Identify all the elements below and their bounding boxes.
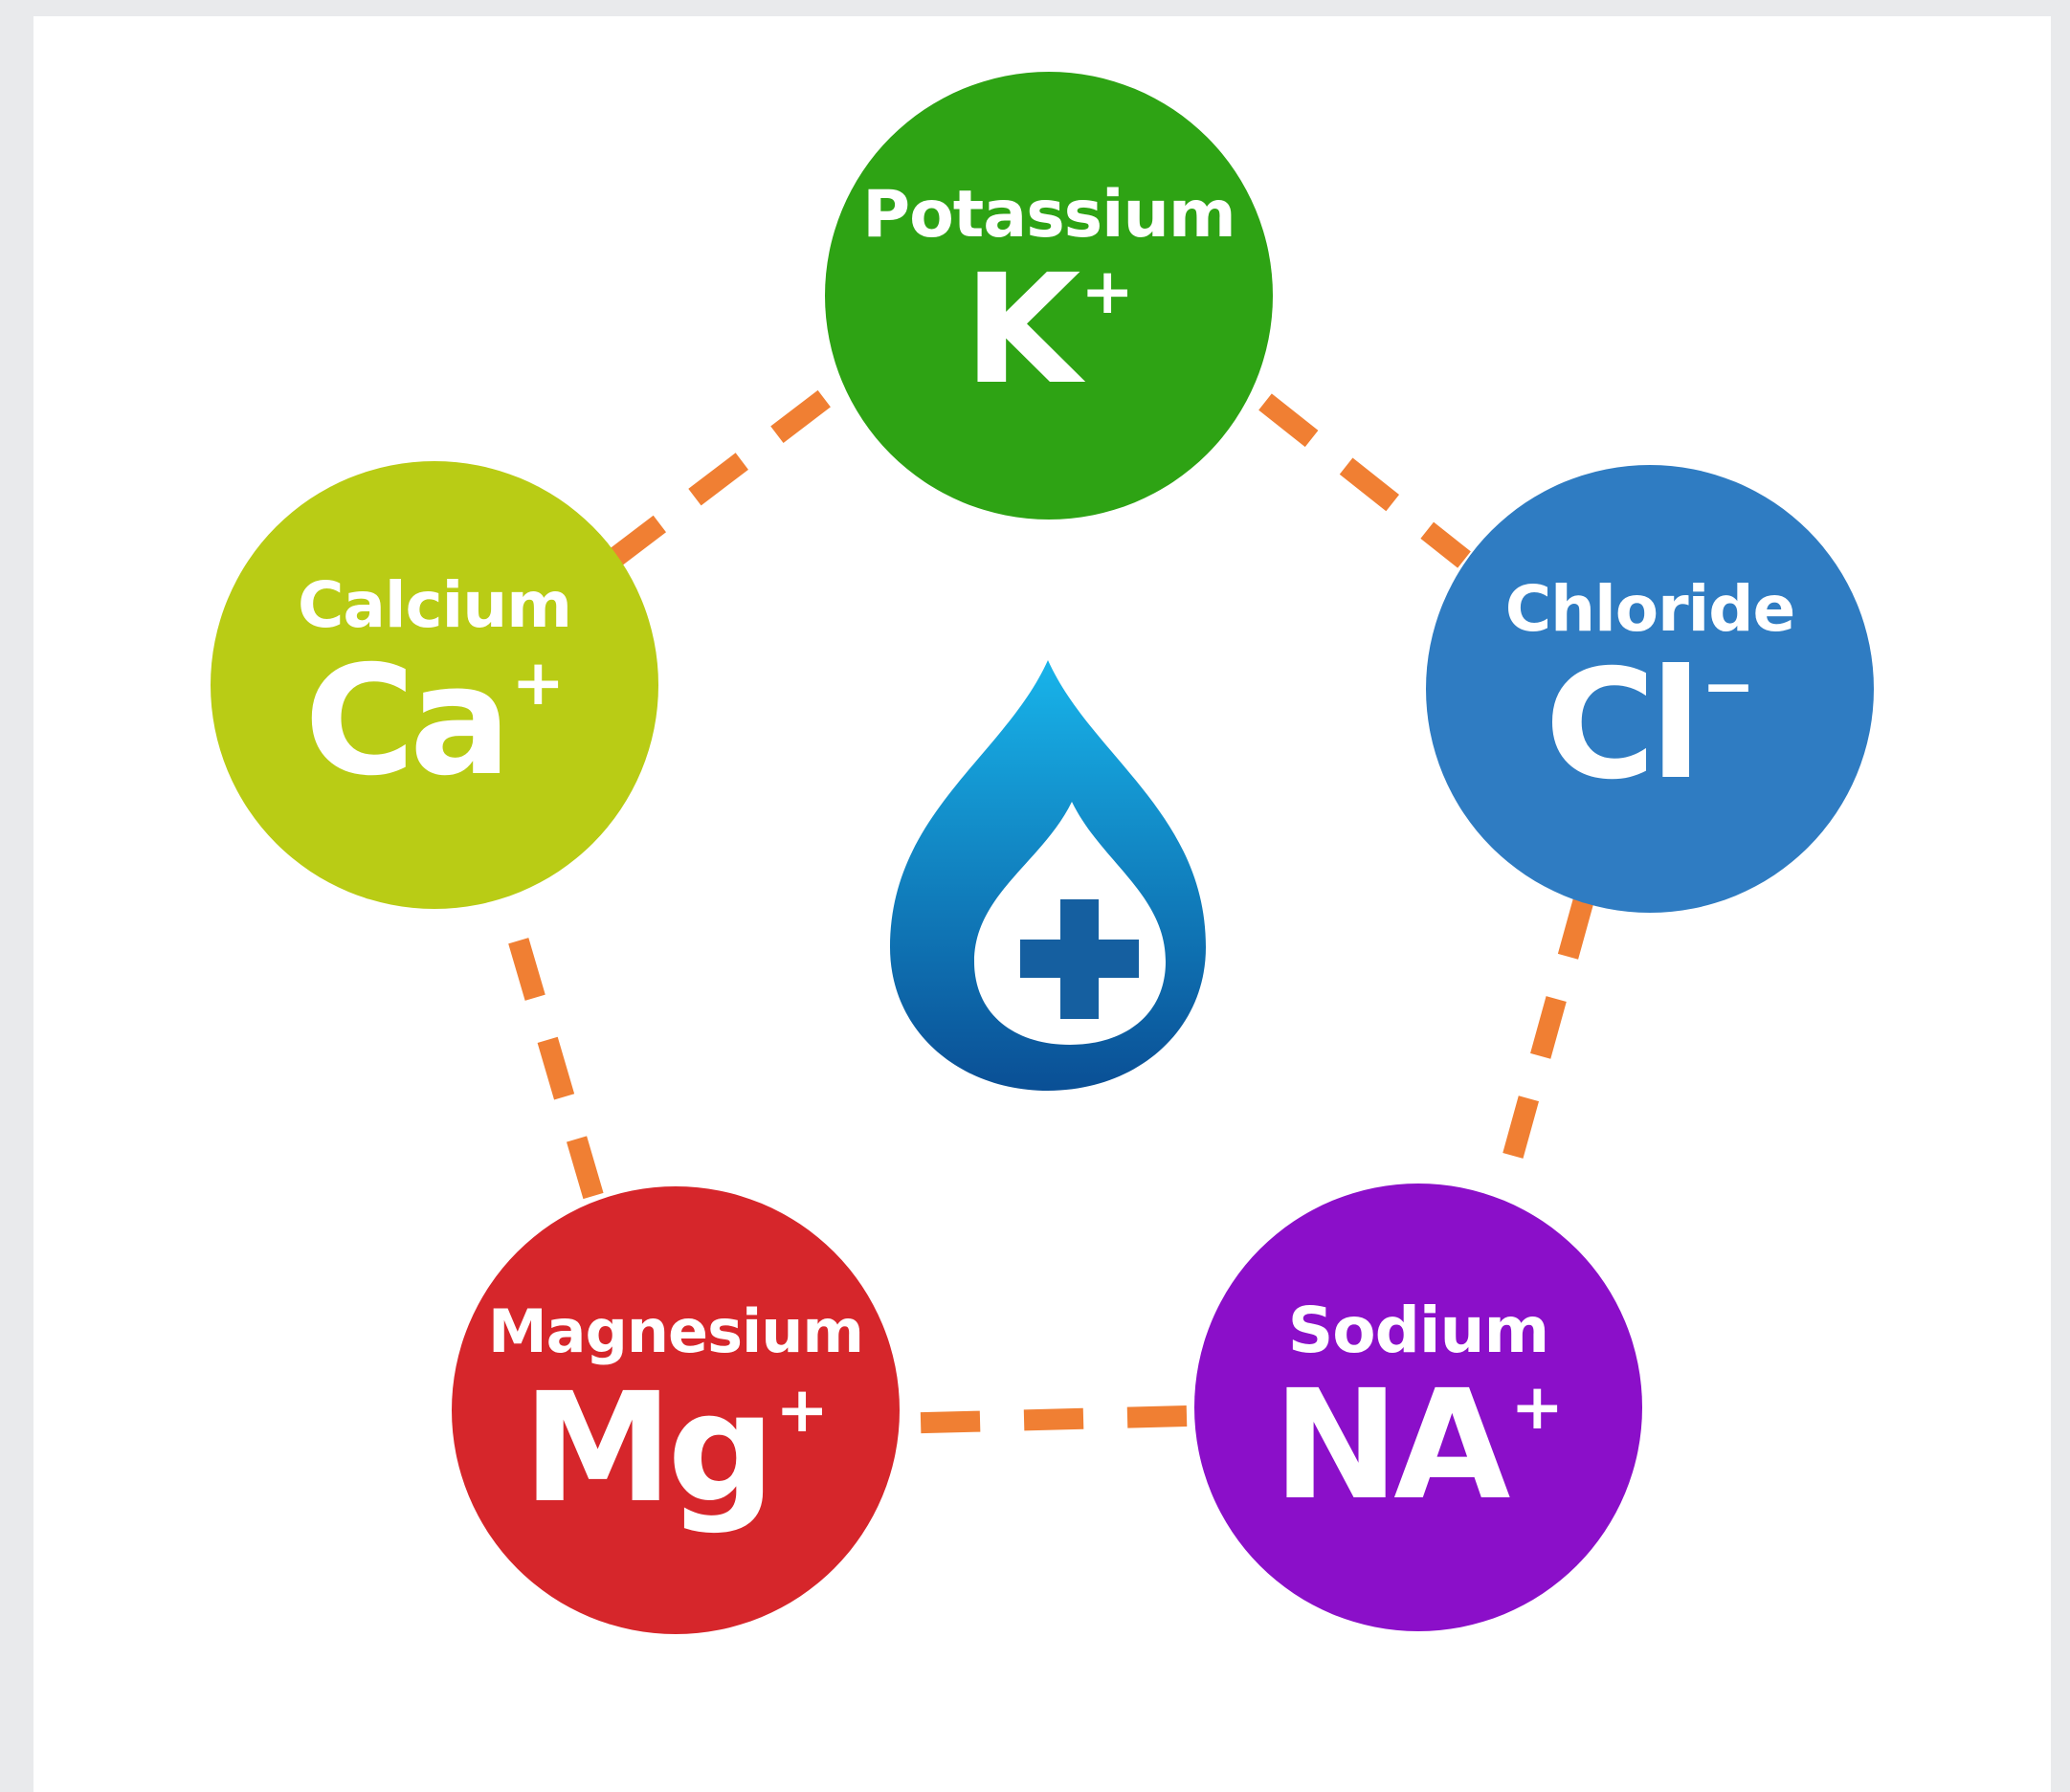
electrolyte-name: Chloride [1504, 572, 1796, 646]
electrolyte-name: Potassium [862, 177, 1235, 253]
water-drop-plus-icon [890, 660, 1206, 1091]
electrolyte-chloride: Chloride Cl− [1426, 465, 1874, 913]
electrolyte-name: Sodium [1287, 1294, 1550, 1367]
electrolyte-symbol: Ca+ [211, 633, 658, 809]
charge-text: + [775, 1371, 829, 1447]
electrolyte-name: Calcium [297, 568, 572, 642]
connector-chloride-sodium [1494, 896, 1594, 1189]
electrolyte-magnesium: Magnesium Mg+ [452, 1186, 900, 1634]
electrolyte-calcium: Calcium Ca+ [211, 461, 658, 909]
charge-text: + [1510, 1368, 1565, 1444]
electrolyte-name: Magnesium [487, 1296, 864, 1366]
electrolyte-potassium: Potassium K+ [825, 72, 1273, 520]
symbol-text: Ca [303, 633, 512, 809]
charge-text: + [1080, 253, 1135, 328]
electrolyte-symbol: Mg+ [452, 1361, 900, 1537]
connector-potassium-chloride [1258, 393, 1471, 568]
symbol-text: NA [1272, 1358, 1511, 1534]
connector-sodium-magnesium [889, 1405, 1188, 1434]
connector-calcium-potassium [606, 384, 839, 568]
dashed-connectors [499, 384, 1594, 1434]
symbol-text: Mg [523, 1361, 775, 1537]
symbol-text: Cl [1545, 637, 1702, 813]
electrolyte-symbol: NA+ [1194, 1358, 1642, 1534]
charge-text: − [1702, 648, 1755, 723]
electrolyte-symbol: Cl− [1426, 637, 1874, 813]
charge-text: + [511, 644, 566, 719]
electrolyte-sodium: Sodium NA+ [1194, 1184, 1642, 1631]
electrolyte-symbol: K+ [825, 242, 1273, 418]
plus-icon-horizontal [1020, 940, 1139, 978]
connector-magnesium-calcium [499, 905, 604, 1200]
symbol-text: K [963, 242, 1080, 418]
